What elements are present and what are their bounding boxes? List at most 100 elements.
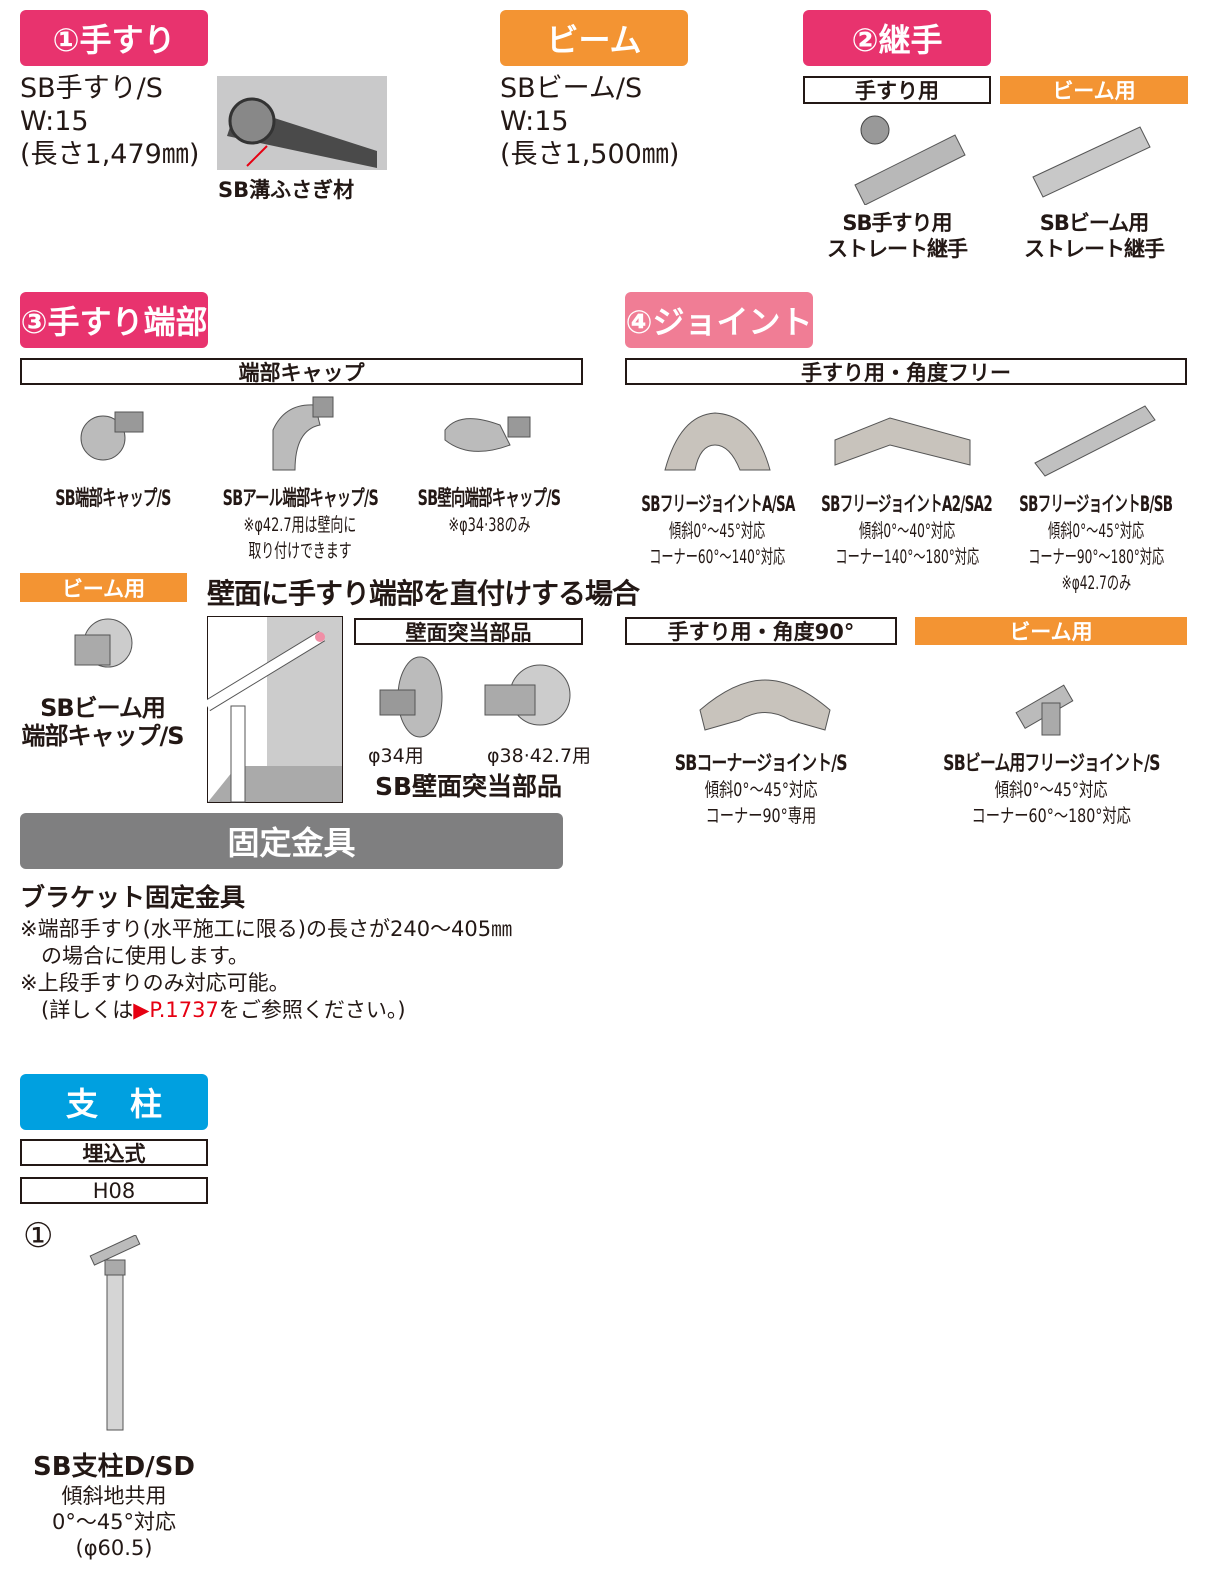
free-joint-a: SBフリージョイントA/SA 傾斜0°～45°対応コーナー60°～140°対応	[625, 488, 810, 570]
end-cap-box: 端部キャップ	[20, 358, 583, 385]
item-name: 端部キャップ/S	[21, 722, 184, 750]
post-image	[89, 1235, 141, 1431]
beam-tag: ビーム用	[20, 573, 187, 602]
beam-straight-joint: SBビーム用ストレート継手	[1009, 210, 1179, 262]
item-name: SBビーム用	[1039, 211, 1150, 235]
groove-cover-label: SB溝ふさぎ材	[218, 178, 355, 202]
beam-tag: ビーム用	[1000, 76, 1188, 104]
beam-tag: ビーム用	[915, 617, 1187, 645]
item-note: 傾斜0°～45°対応	[994, 779, 1108, 801]
item-note: ※φ42.7用は壁向に	[243, 514, 357, 536]
page-reference-link[interactable]: P.1737	[149, 998, 219, 1022]
item-note: 傾斜0°～45°対応	[704, 779, 818, 801]
corner-joint-image	[699, 679, 831, 731]
item-note: コーナー140°～180°対応	[835, 546, 979, 568]
beam-free-joint: SBビーム用フリージョイント/S 傾斜0°～45°対応コーナー60°～180°対応	[915, 747, 1187, 829]
end-header: ③手すり端部	[20, 292, 208, 348]
item-name: SB壁向端部キャップ/S	[417, 486, 561, 510]
reference-line: (詳しくは▶P.1737をご参照ください。)	[20, 997, 512, 1024]
item-note: 傾斜0°～40°対応	[858, 520, 956, 542]
corner-joint: SBコーナージョイント/S 傾斜0°～45°対応コーナー90°専用	[625, 747, 897, 829]
wall-part-label: φ34用	[368, 745, 424, 767]
item-note: 0°～45°対応	[51, 1510, 177, 1534]
item-number: ①	[23, 1216, 54, 1256]
spec-line: (長さ1,500㎜)	[500, 139, 680, 170]
item-name: SBビーム用	[40, 694, 166, 722]
note-text: をご参照ください。)	[218, 998, 406, 1022]
item-name: SBビーム用フリージョイント/S	[942, 751, 1160, 775]
post-header: 支 柱	[20, 1074, 208, 1130]
item-name: SBコーナージョイント/S	[674, 751, 848, 775]
wall-part-box: 壁面突当部品	[354, 618, 583, 645]
free-angle-box: 手すり用・角度フリー	[625, 358, 1187, 385]
beam-joint-image	[1032, 126, 1151, 198]
beam-end-cap-image	[74, 618, 133, 668]
free-joint-a2: SBフリージョイントA2/SA2 傾斜0°～40°対応コーナー140°～180°対…	[812, 488, 1002, 570]
handrail-image	[217, 76, 387, 170]
item-name: ストレート継手	[827, 237, 968, 261]
wall-mount-diagram	[207, 616, 343, 803]
handrail-tag: 手すり用	[803, 76, 991, 104]
fixture-header: 固定金具	[20, 813, 563, 869]
item-name: SBアール端部キャップ/S	[222, 486, 378, 510]
free-joint-b-image	[1034, 405, 1156, 477]
item-note: (φ60.5)	[75, 1536, 153, 1560]
free-joint-a-image	[664, 412, 771, 471]
free-joint-b: SBフリージョイントB/SB 傾斜0°～45°対応コーナー90°～180°対応 ※φ…	[1005, 488, 1187, 596]
item-note: コーナー60°～180°対応	[971, 805, 1131, 827]
item-name: SBフリージョイントA/SA	[640, 492, 795, 516]
angle-90-box: 手すり用・角度90°	[625, 617, 897, 645]
item-name: SB手すり用	[842, 211, 952, 235]
height-box: H08	[20, 1177, 208, 1204]
note-line: ※端部手すり(水平施工に限る)の長さが240～405㎜	[20, 917, 513, 941]
item-note: ※φ42.7のみ	[1061, 572, 1131, 594]
round-end-cap: SBアール端部キャップ/S ※φ42.7用は壁向に取り付けできます	[205, 482, 395, 564]
item-note: コーナー90°専用	[705, 805, 817, 827]
item-note: 取り付けできます	[248, 540, 352, 562]
item-note: 傾斜地共用	[61, 1484, 167, 1508]
item-note: 傾斜0°～45°対応	[1047, 520, 1145, 542]
free-joint-a2-image	[834, 417, 971, 466]
handrail-straight-joint: SB手すり用ストレート継手	[812, 210, 982, 262]
end-cap-image	[80, 411, 144, 461]
item-note: コーナー90°～180°対応	[1028, 546, 1164, 568]
bracket-notes: ※端部手すり(水平施工に限る)の長さが240～405㎜ の場合に使用します。 ※上…	[20, 916, 512, 1024]
note-line: ※上段手すりのみ対応可能。	[20, 971, 290, 995]
spec-line: W:15	[500, 106, 569, 137]
handrail-header: ①手すり	[20, 10, 208, 66]
arrow-icon: ▶	[133, 998, 150, 1022]
item-note: ※φ34·38のみ	[447, 514, 531, 536]
wall-part-label: φ38·42.7用	[487, 745, 592, 767]
beam-free-joint-image	[1015, 684, 1074, 736]
spec-line: (長さ1,479㎜)	[20, 139, 200, 170]
bracket-title: ブラケット固定金具	[20, 883, 246, 912]
spec-line: W:15	[20, 106, 89, 137]
note-line: の場合に使用します。	[20, 944, 249, 968]
item-note: コーナー60°～140°対応	[649, 546, 786, 568]
wall-part-34-image	[379, 656, 443, 738]
wall-end-cap-image	[444, 416, 531, 452]
straight-joint-image	[854, 115, 966, 205]
wall-part-name: SB壁面突当部品	[374, 772, 563, 801]
joint4-header: ④ジョイント	[625, 292, 813, 348]
item-name: SBフリージョイントA2/SA2	[821, 492, 993, 516]
wall-part-38-image	[484, 664, 571, 726]
note-text: (詳しくは	[20, 998, 134, 1022]
item-name: SB端部キャップ/S	[54, 486, 171, 510]
item-name: SBフリージョイントB/SB	[1019, 492, 1173, 516]
item-note: 傾斜0°～45°対応	[669, 520, 766, 542]
item-name: SB支柱D/SD	[33, 1452, 195, 1482]
wall-mount-title: 壁面に手すり端部を直付けする場合	[207, 577, 640, 610]
embedded-type-box: 埋込式	[20, 1139, 208, 1166]
beam-header: ビーム	[500, 10, 688, 66]
joint-header: ②継手	[803, 10, 991, 66]
end-cap: SB端部キャップ/S	[20, 482, 205, 512]
item-name: ストレート継手	[1024, 237, 1165, 261]
round-end-cap-image	[272, 396, 334, 471]
spec-line: SB手すり/S	[20, 73, 163, 104]
spec-line: SBビーム/S	[500, 73, 643, 104]
